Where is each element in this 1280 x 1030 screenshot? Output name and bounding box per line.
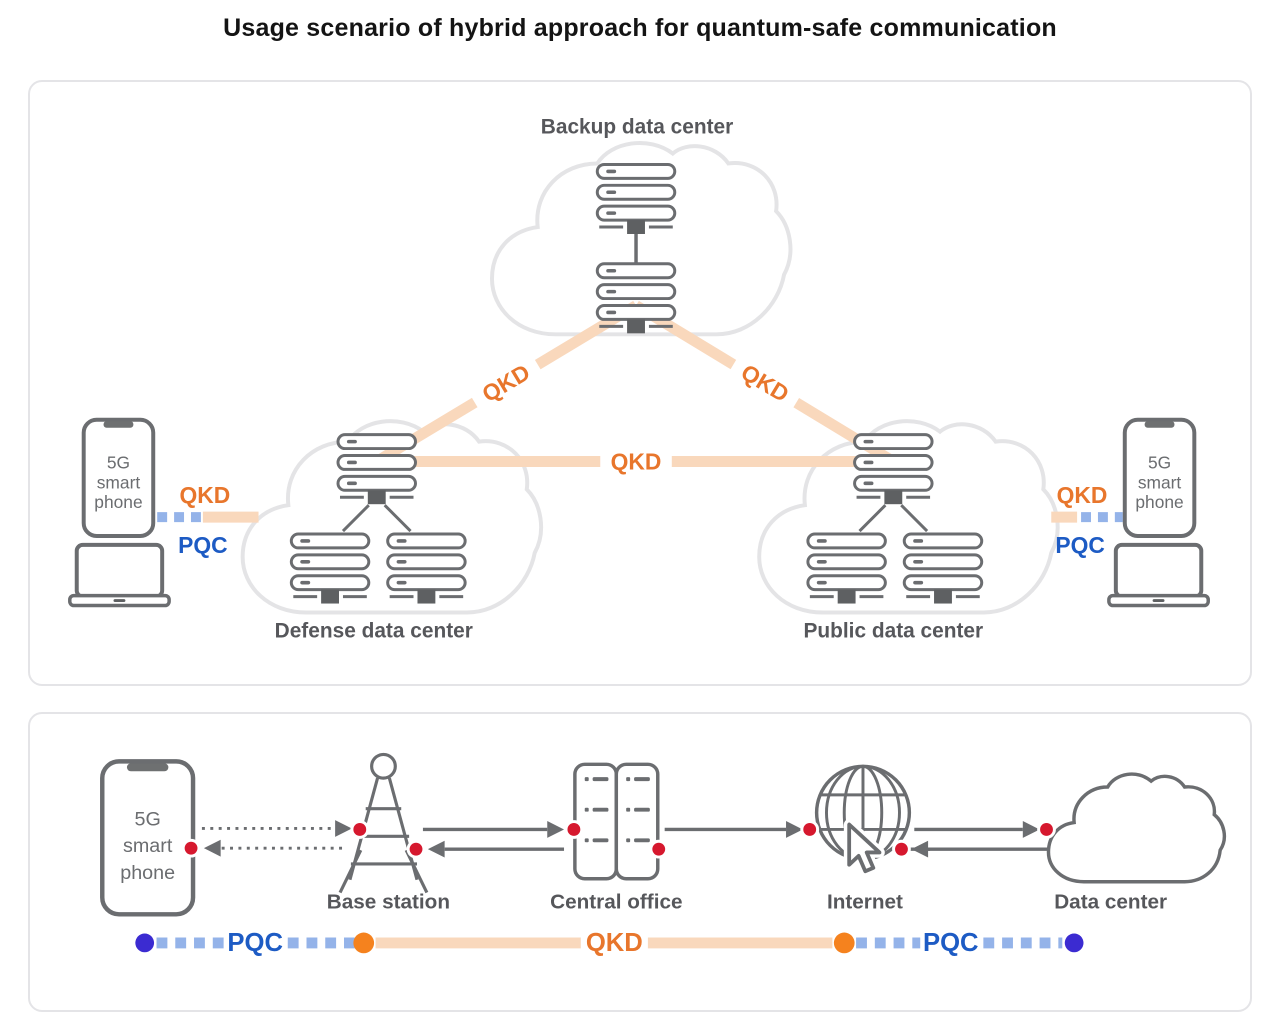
qkd-label-middle: QKD [600,447,672,476]
radio-link-arrows [201,820,352,857]
phone-line1: 5G [134,808,160,830]
defense-data-center-label: Defense data center [275,619,473,642]
internet-dc-arrows [914,821,1040,838]
page-title: Usage scenario of hybrid approach for qu… [223,14,1057,42]
endpoint-dot-left [135,933,155,953]
right-qkd-label: QKD [1057,482,1108,508]
left-laptop [67,542,172,608]
legend-pqc-left: PQC [227,929,283,957]
backup-data-center-label: Backup data center [541,116,733,139]
left-smartphone: 5G smart phone [81,417,156,538]
key-distribution-legend: PQC QKD PQC [135,929,1084,957]
left-qkd-label: QKD [180,482,231,508]
public-data-center-label: Public data center [803,619,983,642]
phone-5g: 5G smart phone [100,759,196,917]
right-phone-line2: smart [1138,472,1182,492]
endpoint-dot-right [1064,933,1084,953]
right-phone-line3: phone [1135,492,1183,512]
legend-qkd: QKD [586,929,643,957]
quantum-network-diagram: QKD QKD QKD 5G smart phone QKD PQC 5G sm… [67,116,1211,642]
access-chain-diagram: 5G smart phone [100,752,1227,957]
qkd-label-left-diagonal: QKD [467,352,545,414]
right-phone-line1: 5G [1148,452,1171,472]
cursor-icon [843,819,885,877]
phone-line3: phone [120,862,175,884]
defense-stack-connectors [341,504,412,533]
right-pqc-label: PQC [1055,532,1104,558]
left-phone-line1: 5G [107,452,130,472]
left-phone-line3: phone [94,492,142,512]
qkd-label-right-diagonal: QKD [726,352,804,414]
panel-quantum-network: QKD QKD QKD 5G smart phone QKD PQC 5G sm… [28,80,1252,686]
base-station-label: Base station [327,890,450,913]
data-center-cloud-icon [1046,772,1227,884]
relay-dot-left [353,932,375,954]
right-smartphone: 5G smart phone [1122,417,1197,538]
left-pqc-label: PQC [178,532,227,558]
public-stack-connectors [858,504,929,533]
right-laptop [1106,542,1211,608]
internet-globe-icon [814,764,912,877]
bs-co-arrows [422,821,565,858]
relay-dot-right [833,932,855,954]
svg-text:QKD: QKD [611,448,662,474]
panel-access-chain: 5G smart phone [28,712,1252,1012]
central-office-icon [573,762,660,881]
phone-line2: smart [123,835,173,857]
internet-label: Internet [827,890,903,913]
legend-pqc-right: PQC [923,929,979,957]
data-center-label: Data center [1054,890,1167,913]
left-phone-line2: smart [97,472,141,492]
central-office-label: Central office [550,890,682,913]
